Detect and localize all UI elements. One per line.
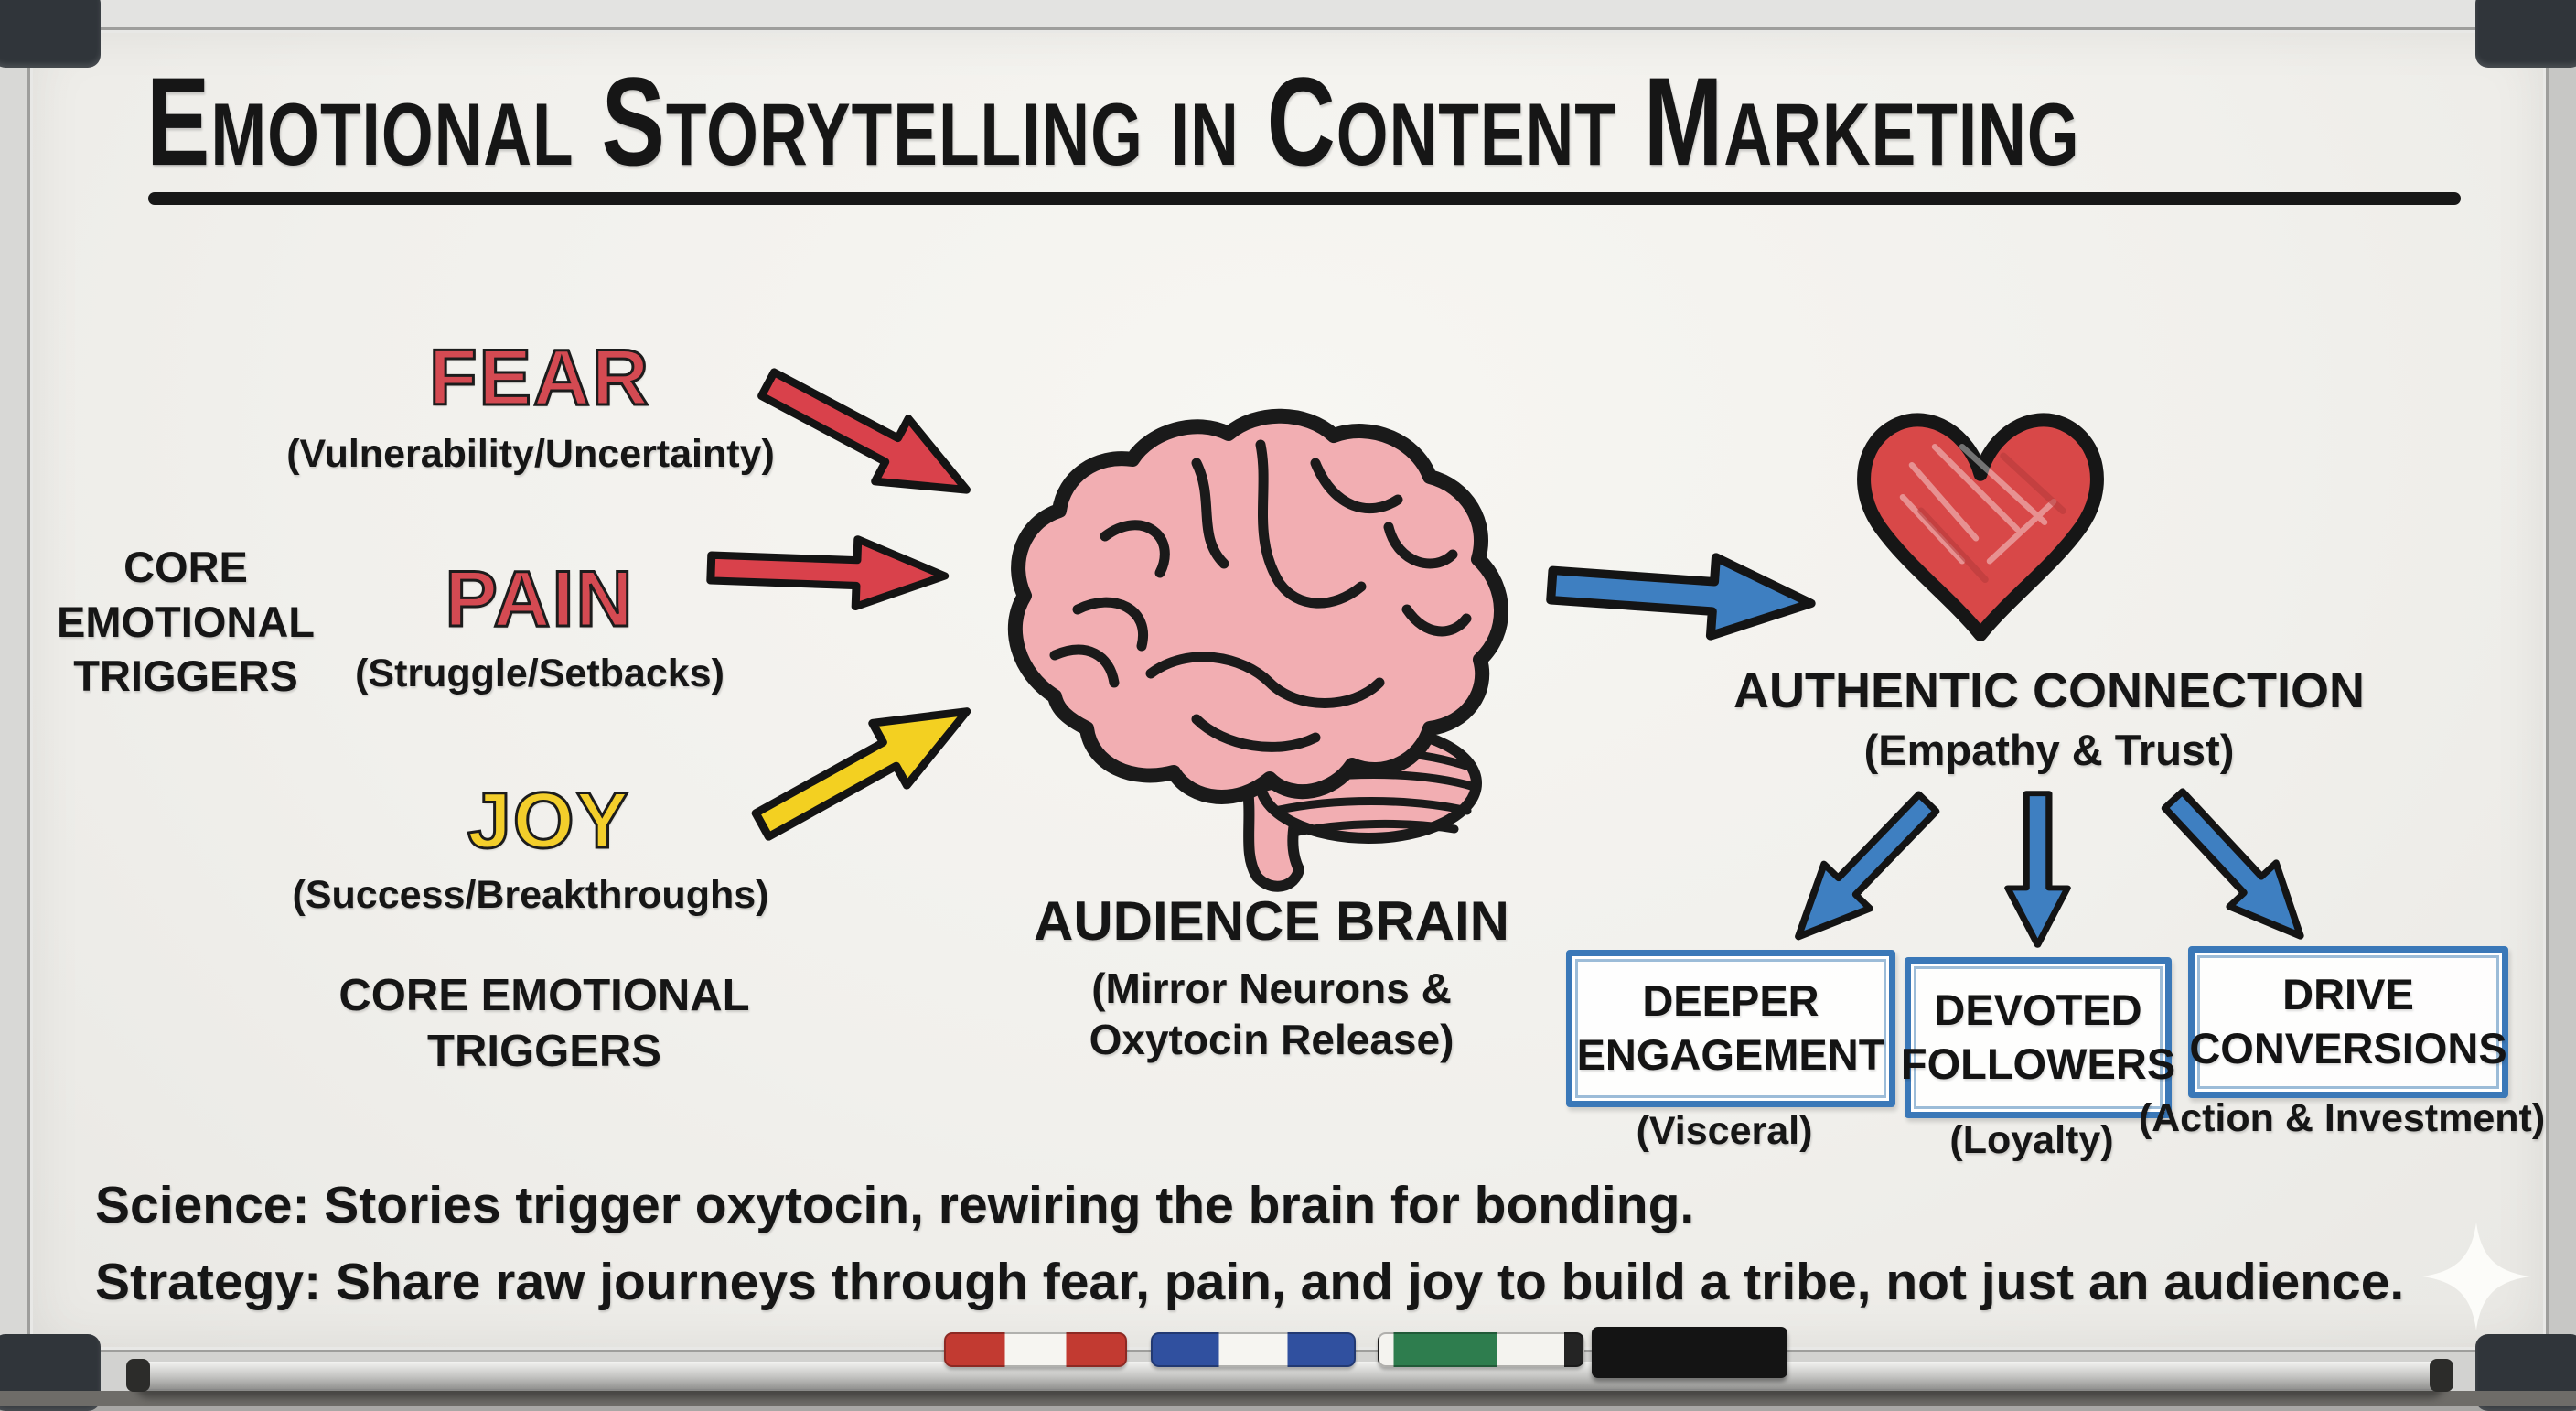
board-eraser <box>1592 1327 1787 1378</box>
deeper-engagement-box: DEEPER ENGAGEMENT <box>1566 950 1895 1107</box>
caption-line: TRIGGERS <box>293 1024 796 1080</box>
red-marker <box>944 1332 1127 1367</box>
box-line: DEEPER <box>1577 975 1885 1029</box>
joy-subtitle: (Success/Breakthroughs) <box>220 873 842 918</box>
heart-icon <box>1843 395 2118 661</box>
caption-line: CORE EMOTIONAL <box>293 968 796 1024</box>
authentic-connection-label: AUTHENTIC CONNECTION <box>1729 662 2369 719</box>
fear-label: FEAR <box>384 333 695 424</box>
science-note: Science: Stories trigger oxytocin, rewir… <box>95 1175 2528 1235</box>
followers-caption: (Loyalty) <box>1905 1118 2159 1163</box>
floor-shadow <box>0 1391 2576 1406</box>
box-line: DEVOTED <box>1901 984 2175 1038</box>
side-label-line: EMOTIONAL <box>35 595 337 650</box>
frame-corner-cap <box>2475 0 2576 68</box>
side-label-line: CORE <box>35 540 337 595</box>
pain-subtitle: (Struggle/Setbacks) <box>265 652 814 696</box>
brain-subtitle-line: Oxytocin Release) <box>951 1014 1592 1065</box>
tray-end-cap <box>126 1359 150 1392</box>
strategy-note: Strategy: Share raw journeys through fea… <box>95 1252 2547 1312</box>
devoted-followers-box: DEVOTED FOLLOWERS <box>1905 957 2172 1118</box>
tray-end-cap <box>2430 1359 2453 1392</box>
pain-arrow-icon <box>703 526 953 617</box>
core-triggers-caption: CORE EMOTIONAL TRIGGERS <box>293 968 796 1081</box>
connection-to-followers-arrow-icon <box>2002 790 2075 950</box>
frame-corner-cap <box>0 0 101 68</box>
brain-to-heart-arrow-icon <box>1541 537 1822 652</box>
brain-subtitle-line: (Mirror Neurons & <box>951 963 1592 1014</box>
box-line: DRIVE <box>2189 968 2506 1022</box>
sparkle-icon <box>2422 1223 2530 1330</box>
drive-conversions-box: DRIVE CONVERSIONS <box>2188 946 2508 1098</box>
fear-subtitle: (Vulnerability/Uncertainty) <box>220 432 842 477</box>
audience-brain-label: AUDIENCE BRAIN <box>951 889 1592 953</box>
engagement-caption: (Visceral) <box>1566 1109 1883 1154</box>
box-line: ENGAGEMENT <box>1577 1029 1885 1082</box>
box-line: CONVERSIONS <box>2189 1022 2506 1076</box>
brain-illustration-icon <box>968 399 1535 893</box>
pain-label: PAIN <box>384 555 695 645</box>
audience-brain-subtitle: (Mirror Neurons & Oxytocin Release) <box>951 963 1592 1065</box>
joy-label: JOY <box>393 776 704 867</box>
authentic-connection-subtitle: (Empathy & Trust) <box>1729 725 2369 775</box>
blue-marker <box>1151 1332 1356 1367</box>
title-underline <box>148 192 2461 205</box>
green-label-marker <box>1378 1332 1584 1367</box>
conversions-caption: (Action & Investment) <box>2131 1096 2552 1141</box>
page-title: Emotional Storytelling in Content Market… <box>146 51 2488 195</box>
box-line: FOLLOWERS <box>1901 1038 2175 1092</box>
